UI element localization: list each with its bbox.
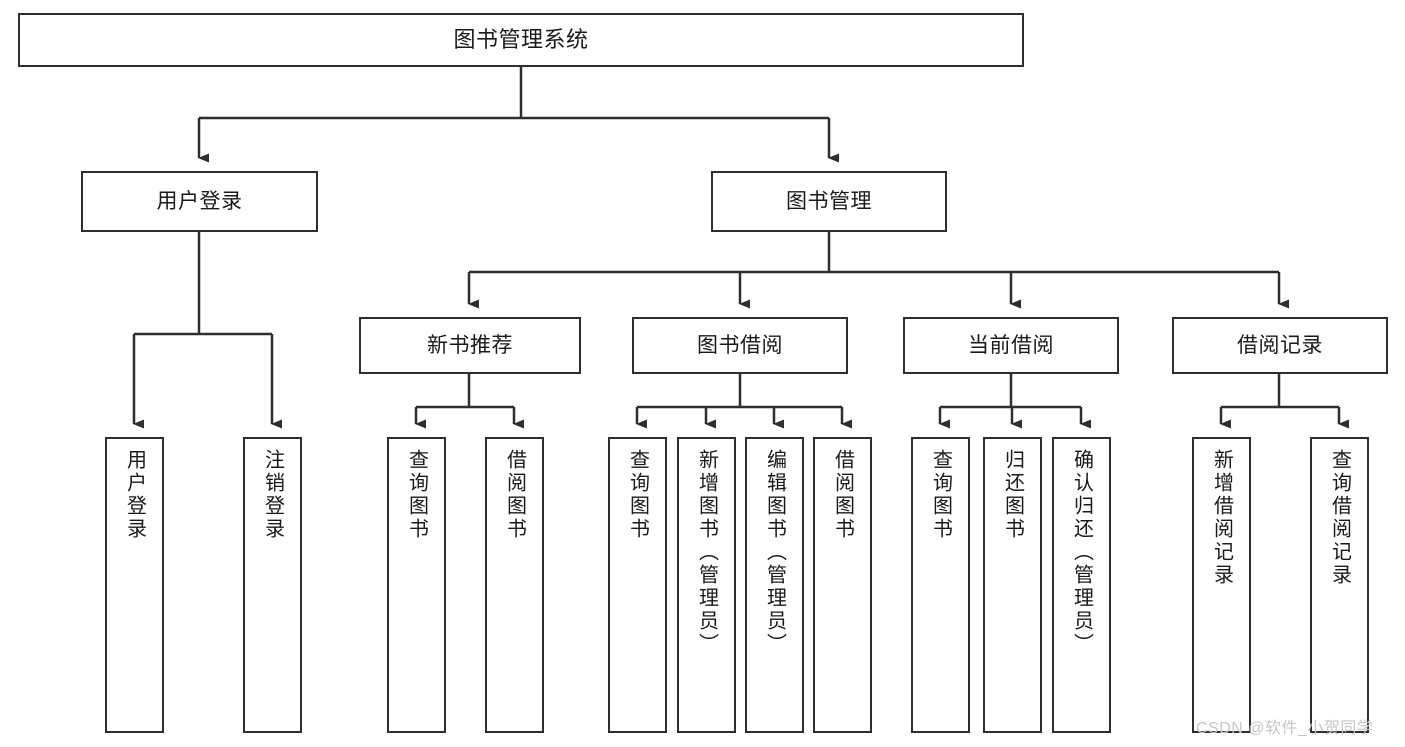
node-leaf-query-book-1[interactable]: 查询图书 bbox=[387, 437, 446, 733]
node-leaf-confirm-return[interactable]: 确认归还（管理员） bbox=[1052, 437, 1111, 733]
node-leaf-return-book-label: 归还图书 bbox=[1001, 449, 1024, 541]
node-current-borrow[interactable]: 当前借阅 bbox=[903, 317, 1119, 374]
node-new-book-recommend[interactable]: 新书推荐 bbox=[359, 317, 581, 374]
node-root-system[interactable]: 图书管理系统 bbox=[18, 13, 1024, 67]
node-leaf-query-book-1-label: 查询图书 bbox=[405, 449, 428, 541]
node-leaf-query-book-2[interactable]: 查询图书 bbox=[608, 437, 667, 733]
csdn-watermark: CSDN @软件_小贺同学 bbox=[1196, 720, 1374, 737]
node-leaf-user-logout[interactable]: 注销登录 bbox=[243, 437, 302, 733]
node-leaf-borrow-book-1-label: 借阅图书 bbox=[503, 449, 526, 541]
node-leaf-query-record[interactable]: 查询借阅记录 bbox=[1310, 437, 1369, 733]
node-book-manage[interactable]: 图书管理 bbox=[711, 171, 947, 232]
node-book-manage-label: 图书管理 bbox=[786, 189, 872, 213]
node-leaf-user-login-label: 用户登录 bbox=[123, 449, 146, 541]
node-leaf-query-book-3-label: 查询图书 bbox=[929, 449, 952, 541]
node-borrow-record-label: 借阅记录 bbox=[1237, 333, 1323, 357]
node-leaf-return-book[interactable]: 归还图书 bbox=[983, 437, 1042, 733]
node-leaf-edit-book-label: 编辑图书（管理员） bbox=[763, 449, 786, 656]
node-user-login[interactable]: 用户登录 bbox=[81, 171, 318, 232]
node-book-borrow[interactable]: 图书借阅 bbox=[632, 317, 848, 374]
node-new-book-recommend-label: 新书推荐 bbox=[427, 333, 513, 357]
node-leaf-borrow-book-2[interactable]: 借阅图书 bbox=[813, 437, 872, 733]
node-leaf-borrow-book-2-label: 借阅图书 bbox=[831, 449, 854, 541]
node-borrow-record[interactable]: 借阅记录 bbox=[1172, 317, 1388, 374]
node-leaf-confirm-return-label: 确认归还（管理员） bbox=[1070, 449, 1093, 656]
node-leaf-user-login[interactable]: 用户登录 bbox=[105, 437, 164, 733]
node-leaf-query-book-3[interactable]: 查询图书 bbox=[911, 437, 970, 733]
node-leaf-query-book-2-label: 查询图书 bbox=[626, 449, 649, 541]
node-leaf-edit-book[interactable]: 编辑图书（管理员） bbox=[745, 437, 804, 733]
node-leaf-add-book-label: 新增图书（管理员） bbox=[695, 449, 718, 656]
node-leaf-add-record-label: 新增借阅记录 bbox=[1210, 449, 1233, 587]
node-book-borrow-label: 图书借阅 bbox=[697, 333, 783, 357]
node-current-borrow-label: 当前借阅 bbox=[968, 333, 1054, 357]
node-leaf-add-book[interactable]: 新增图书（管理员） bbox=[677, 437, 736, 733]
node-leaf-user-logout-label: 注销登录 bbox=[261, 449, 284, 541]
node-leaf-query-record-label: 查询借阅记录 bbox=[1328, 449, 1351, 587]
node-leaf-add-record[interactable]: 新增借阅记录 bbox=[1192, 437, 1251, 733]
node-leaf-borrow-book-1[interactable]: 借阅图书 bbox=[485, 437, 544, 733]
node-root-system-label: 图书管理系统 bbox=[453, 26, 589, 52]
node-user-login-label: 用户登录 bbox=[156, 189, 243, 213]
